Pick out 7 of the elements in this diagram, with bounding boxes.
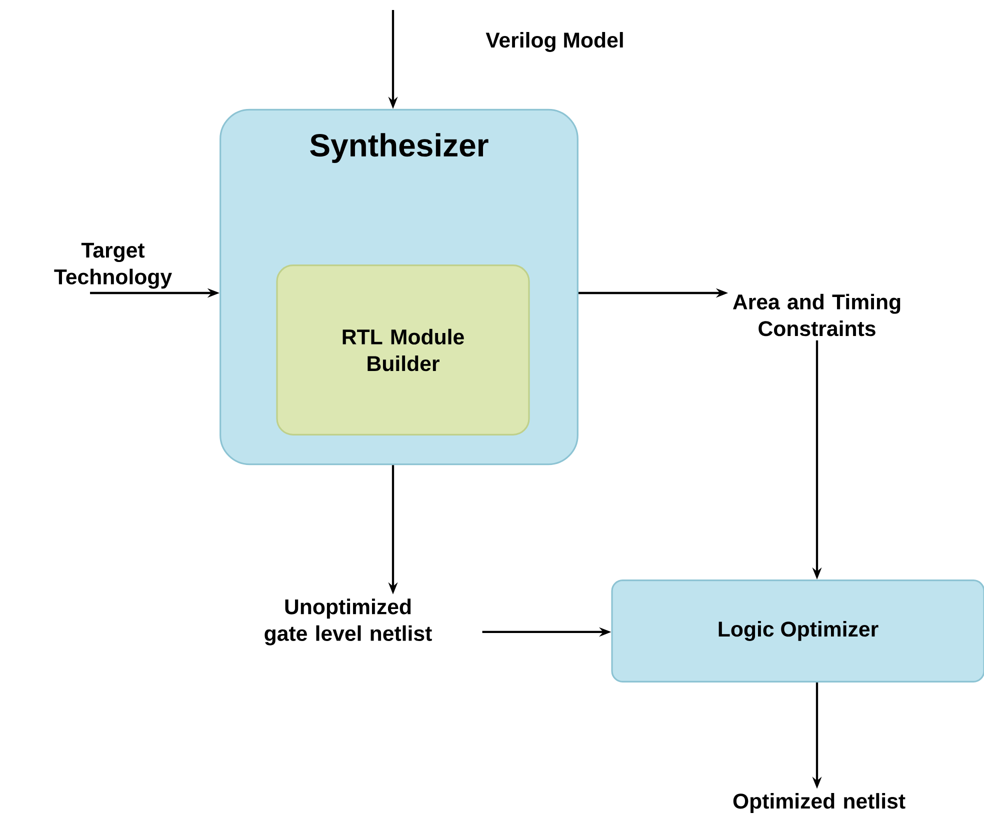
output-label: Optimized netlist <box>733 793 906 813</box>
module-box: RTL Module Builder <box>276 264 530 436</box>
output-label: Area and Timing Constraints <box>732 294 900 336</box>
input-label: Target Technology <box>54 242 172 289</box>
process-box: Logic Optimizer <box>611 580 984 682</box>
output-label: Unoptimized gate level netlist <box>264 598 432 646</box>
edge-label: Verilog Model <box>486 32 623 52</box>
